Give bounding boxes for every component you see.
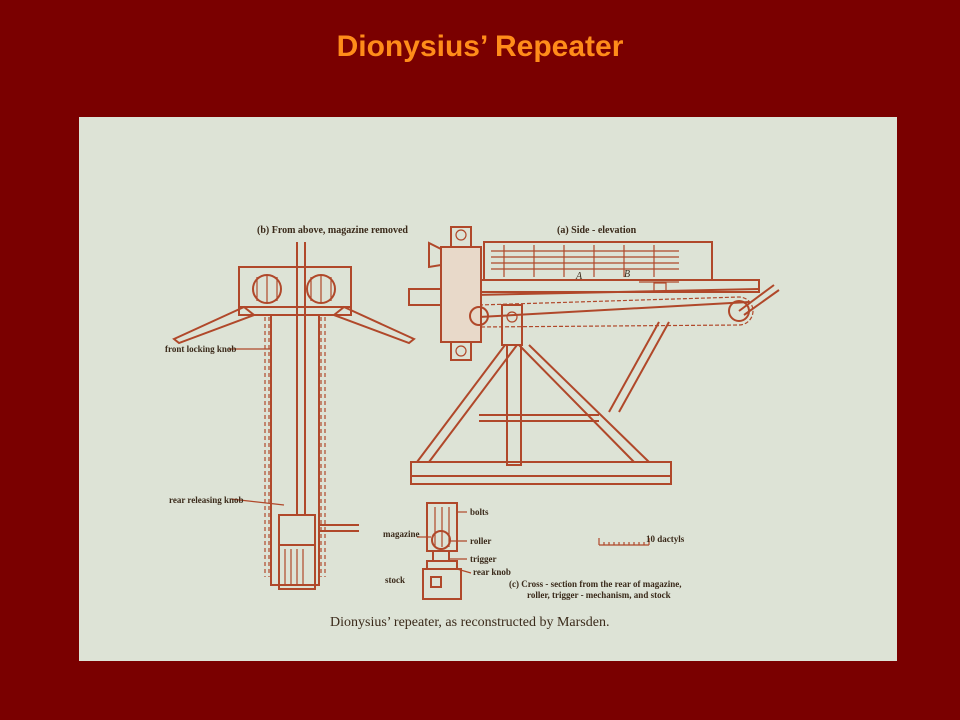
label-bolts: bolts bbox=[470, 507, 489, 517]
label-magazine: magazine bbox=[383, 529, 420, 539]
repeater-diagram: (b) From above, magazine removed (a) Sid… bbox=[165, 225, 780, 630]
label-B: B bbox=[624, 269, 630, 280]
label-scale: 10 dactyls bbox=[646, 534, 685, 544]
label-cross-section-line2: roller, trigger - mechanism, and stock bbox=[527, 590, 671, 600]
label-stock: stock bbox=[385, 575, 405, 585]
label-front-locking-knob: front locking knob bbox=[165, 344, 236, 354]
label-cross-section-line1: (c) Cross - section from the rear of mag… bbox=[509, 579, 682, 589]
figure-panel: (b) From above, magazine removed (a) Sid… bbox=[79, 117, 897, 661]
top-view-drawing bbox=[172, 242, 416, 590]
label-side-elevation: (a) Side - elevation bbox=[557, 225, 637, 236]
label-A: A bbox=[575, 271, 583, 282]
label-top-view: (b) From above, magazine removed bbox=[257, 225, 408, 236]
slide-title: Dionysius’ Repeater bbox=[336, 30, 624, 63]
figure-caption: Dionysius’ repeater, as reconstructed by… bbox=[330, 615, 609, 630]
label-rear-releasing-knob: rear releasing knob bbox=[169, 495, 244, 505]
scale-bar bbox=[598, 538, 650, 546]
label-roller: roller bbox=[470, 536, 491, 546]
label-rear-knob: rear knob bbox=[473, 567, 511, 577]
cross-section-drawing bbox=[417, 502, 650, 600]
label-trigger: trigger bbox=[470, 554, 496, 564]
side-elevation-drawing bbox=[408, 226, 780, 485]
